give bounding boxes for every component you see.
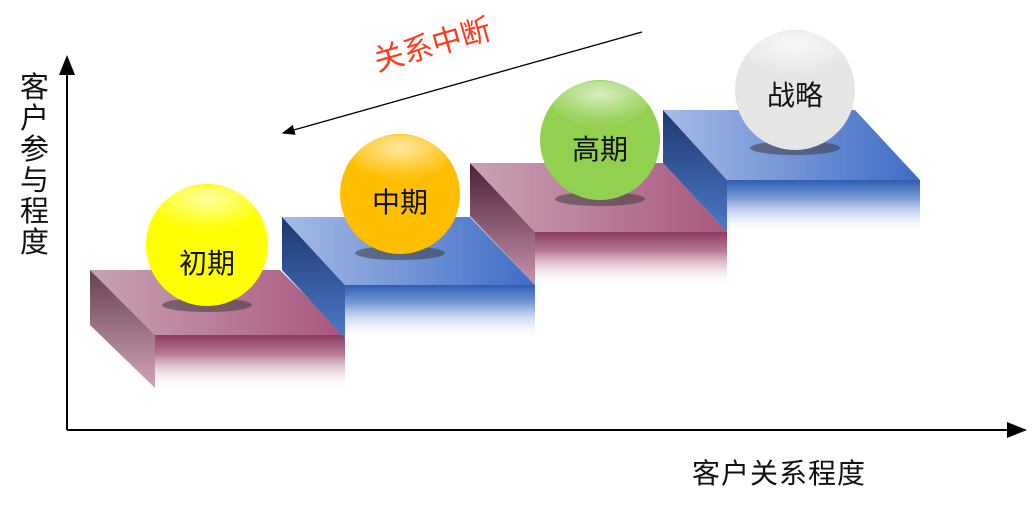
x-axis-label: 客户关系程度 <box>692 457 867 490</box>
ball-1 <box>146 184 268 312</box>
step-4 <box>663 110 920 235</box>
stage-label-initial: 初期 <box>178 247 235 280</box>
step-2 <box>282 217 535 340</box>
stage-label-middle: 中期 <box>371 186 428 219</box>
stage-label-strategic: 战略 <box>766 79 823 112</box>
ball-2 <box>340 134 460 260</box>
ball-3 <box>540 80 660 206</box>
stage-label-high: 高期 <box>571 133 628 166</box>
break-arrow <box>281 31 643 135</box>
y-axis-label: 客户参与程度 <box>20 70 50 259</box>
ball-4 <box>735 30 855 155</box>
step-1 <box>90 270 345 390</box>
